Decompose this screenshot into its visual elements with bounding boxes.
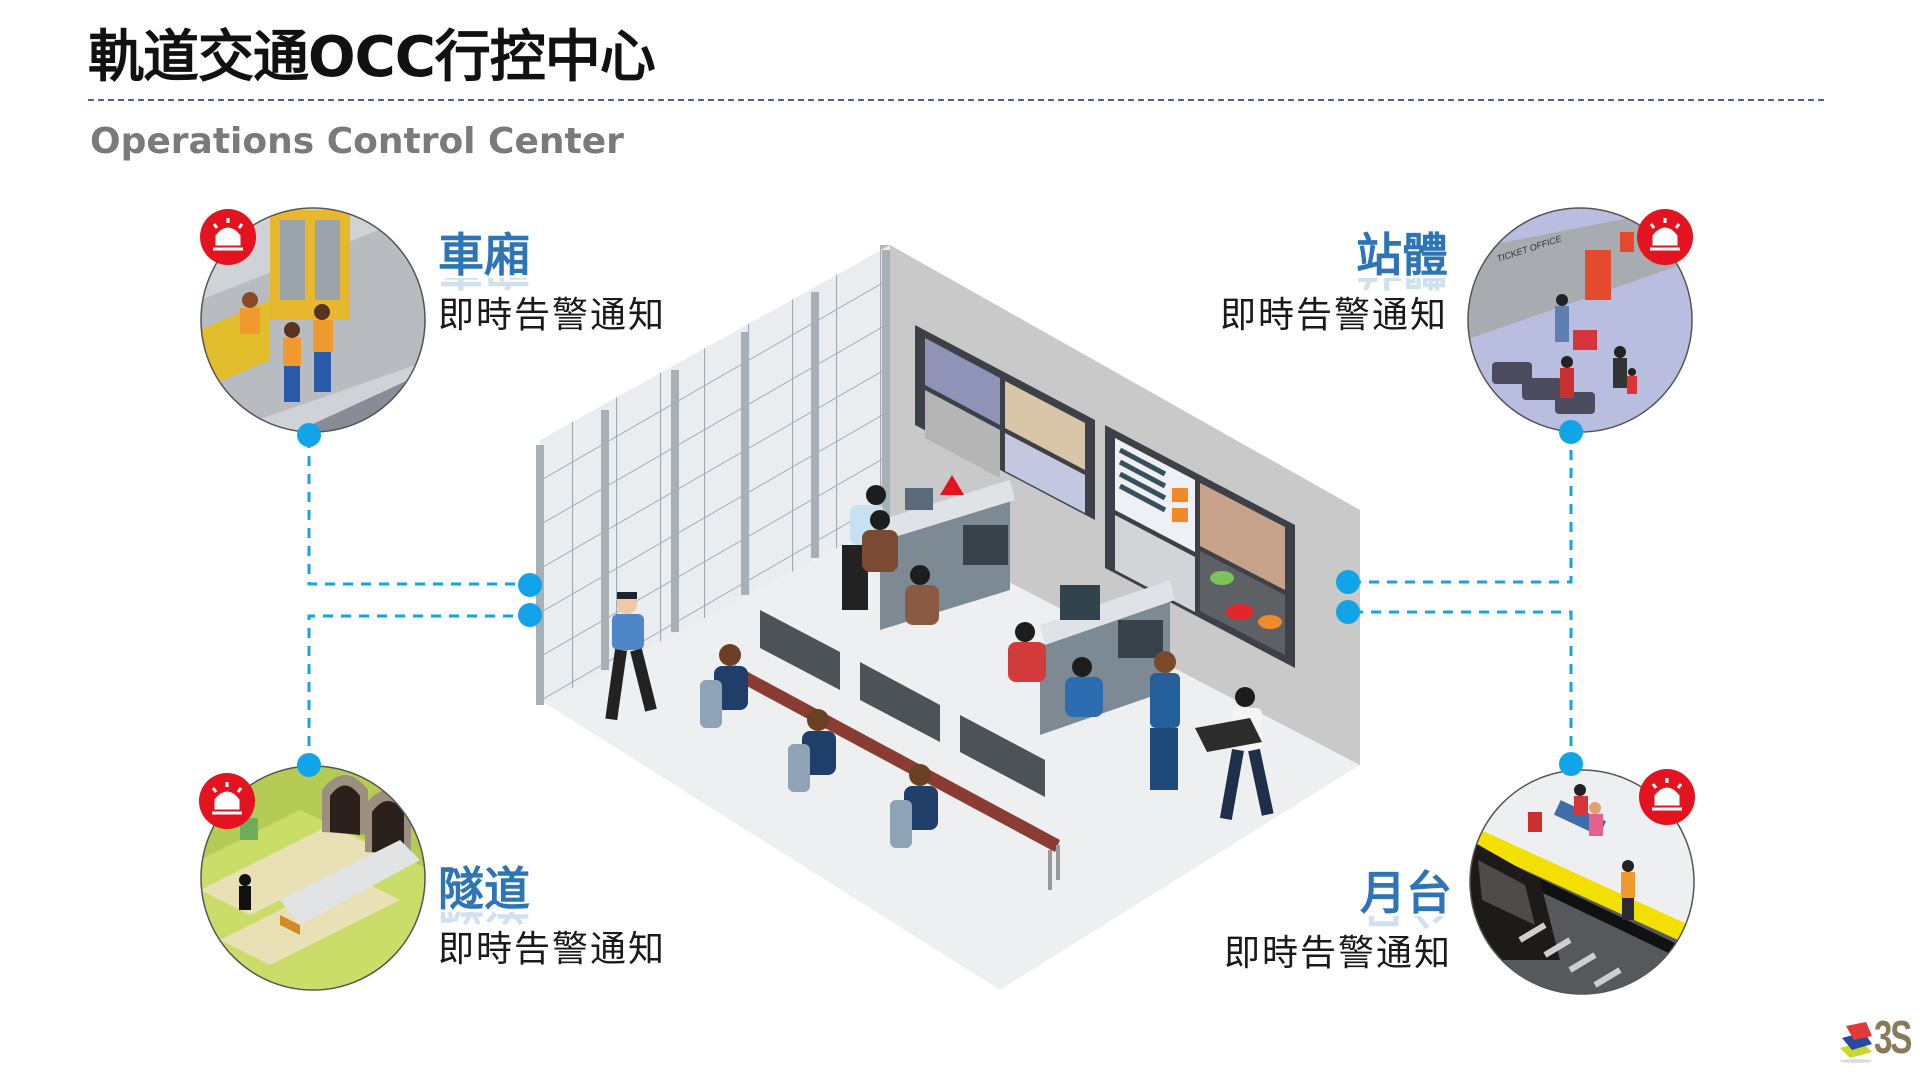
room-floor bbox=[540, 520, 1360, 990]
node-room-left-lower bbox=[518, 603, 542, 627]
company-logo-mark bbox=[1840, 1022, 1872, 1063]
category-description: 即時告警通知 bbox=[438, 295, 667, 336]
title-divider bbox=[88, 99, 1824, 101]
alarm-badge-tunnel bbox=[199, 773, 255, 829]
cctv-desk-row bbox=[700, 610, 1060, 890]
connector-tunnel bbox=[307, 614, 530, 764]
tunnel-scene-circle bbox=[200, 765, 426, 991]
heading-reflection: 月台 bbox=[1224, 916, 1452, 932]
category-carriage: 車廂 車廂 即時告警通知 bbox=[438, 228, 666, 338]
company-logo-text: 3S bbox=[1874, 1011, 1912, 1063]
technician-with-server bbox=[1195, 687, 1274, 820]
video-wall-left bbox=[915, 325, 1095, 520]
node-room-left-upper bbox=[518, 573, 542, 597]
alarm-badge-station bbox=[1637, 209, 1693, 265]
connector-carriage bbox=[307, 438, 530, 586]
category-heading: 隧道 隧道 bbox=[438, 862, 666, 928]
alarm-badge-carriage bbox=[200, 209, 256, 265]
page-subtitle: Operations Control Center bbox=[90, 121, 624, 162]
alarm-siren-icon bbox=[1651, 778, 1683, 811]
security-guard bbox=[605, 592, 657, 721]
category-station: 站體 站體 即時告警通知 bbox=[1220, 228, 1448, 338]
operators-group-back bbox=[842, 485, 1180, 790]
alarm-siren-icon bbox=[211, 782, 243, 815]
node-room-right-upper bbox=[1336, 570, 1360, 594]
category-tunnel: 隧道 隧道 即時告警通知 bbox=[438, 862, 666, 972]
connectors bbox=[307, 432, 1573, 764]
category-heading: 車廂 車廂 bbox=[438, 228, 666, 294]
node-tunnel-circle bbox=[297, 753, 321, 777]
node-platform-circle bbox=[1559, 752, 1583, 776]
page-title: 軌道交通OCC行控中心 bbox=[88, 25, 656, 90]
category-heading: 月台 月台 bbox=[1224, 866, 1452, 932]
connector-station bbox=[1350, 432, 1573, 584]
carriage-scene-circle bbox=[200, 207, 426, 433]
category-heading: 站體 站體 bbox=[1220, 228, 1448, 294]
room-glass-wall bbox=[540, 245, 890, 705]
node-station-circle bbox=[1559, 420, 1583, 444]
alarm-badge-platform bbox=[1639, 769, 1695, 825]
alarm-siren-icon bbox=[1649, 218, 1681, 251]
heading-reflection: 車廂 bbox=[438, 278, 666, 294]
node-room-right-lower bbox=[1336, 600, 1360, 624]
category-description: 即時告警通知 bbox=[438, 929, 667, 970]
node-carriage-circle bbox=[297, 423, 321, 447]
control-room-illustration bbox=[536, 245, 1360, 990]
category-description: 即時告警通知 bbox=[1223, 933, 1452, 974]
heading-reflection: 隧道 bbox=[438, 912, 666, 928]
category-platform: 月台 月台 即時告警通知 bbox=[1224, 866, 1452, 976]
video-wall-right bbox=[1105, 425, 1295, 668]
heading-reflection: 站體 bbox=[1220, 278, 1448, 294]
connector-nodes bbox=[297, 420, 1583, 777]
alarm-siren-icon bbox=[212, 218, 244, 251]
connector-platform bbox=[1350, 610, 1573, 764]
category-description: 即時告警通知 bbox=[1219, 295, 1448, 336]
